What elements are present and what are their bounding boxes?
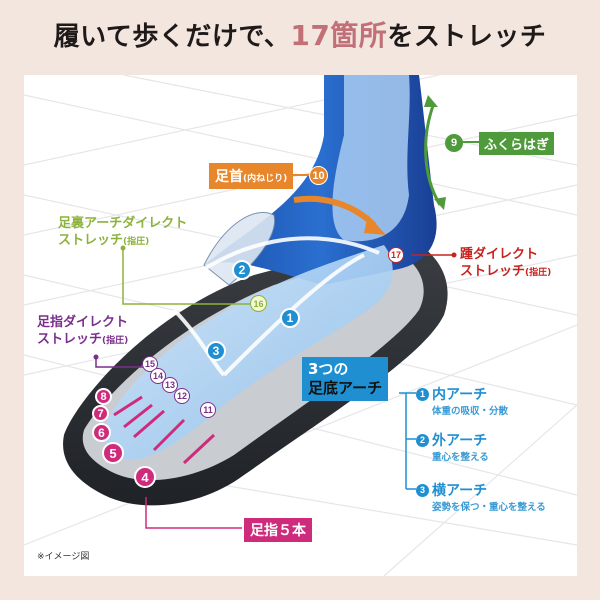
arch-lines	[162, 236, 380, 377]
arch-item-2-number: 2	[416, 433, 429, 447]
arch-item-3: 3 横アーチ	[416, 480, 487, 500]
arch-item-2-desc: 重心を整える	[432, 452, 489, 463]
title-accent: 17箇所	[290, 19, 388, 52]
sole-arch-line2: ストレッチ	[58, 233, 124, 248]
page-title: 履いて歩くだけで、17箇所をストレッチ	[0, 14, 600, 54]
heel-sub: (指圧)	[525, 268, 552, 278]
ankle-arrow-head	[364, 215, 386, 235]
marker-17: 17	[388, 247, 404, 263]
arches-title-box: 3つの 足底アーチ	[302, 357, 389, 401]
calf-arrow	[424, 102, 442, 206]
calf-arrow-bottom	[434, 197, 446, 210]
calf-label: ふくらはぎ	[479, 132, 555, 155]
arch-item-2-name: 外アーチ	[432, 433, 488, 449]
toe-arrows	[113, 395, 216, 465]
marker-11: 11	[200, 402, 216, 418]
heel-line2: ストレッチ	[460, 264, 526, 279]
arch-item-2: 2 外アーチ	[416, 430, 487, 450]
marker-5: 5	[102, 442, 124, 464]
arch-item-3-name: 横アーチ	[432, 483, 488, 499]
toe-direct-line1: 足指ダイレクト	[37, 315, 129, 330]
arch-item-1: 1 内アーチ	[416, 384, 487, 404]
arch-marker-1: 1	[280, 308, 300, 328]
toe-direct-label: 足指ダイレクト ストレッチ(指圧)	[37, 314, 128, 350]
toe-direct-line2: ストレッチ	[37, 332, 103, 347]
arch-marker-2: 2	[232, 260, 252, 280]
leg	[332, 75, 410, 242]
title-suffix: をストレッチ	[387, 22, 547, 52]
arch-item-3-desc: 姿勢を保つ・重心を整える	[432, 502, 546, 513]
marker-9: 9	[445, 134, 463, 152]
marker-7: 7	[92, 405, 109, 422]
arch-item-1-desc: 体重の吸収・分散	[432, 406, 509, 417]
arch-marker-3: 3	[206, 341, 226, 361]
arches-title-line2: 足底アーチ	[308, 379, 383, 398]
sole-arch-label: 足裏アーチダイレクト ストレッチ(指圧)	[58, 215, 187, 251]
marker-13: 13	[162, 377, 178, 393]
marker-6: 6	[92, 423, 111, 442]
image-note: ※イメージ図	[37, 552, 90, 562]
arch-item-1-name: 内アーチ	[432, 387, 488, 403]
calf-arrow-top	[424, 95, 438, 107]
heel-line1: 踵ダイレクト	[460, 247, 539, 262]
marker-4: 4	[134, 466, 156, 488]
sole-arch-sub: (指圧)	[123, 237, 150, 247]
arches-title-line1: 3つの	[308, 360, 349, 378]
marker-16: 16	[250, 295, 267, 312]
toe-direct-sub: (指圧)	[102, 336, 129, 346]
arch-tree-lines	[399, 392, 416, 490]
diagram-panel: 9 ふくらはぎ 足首(内ねじり) 10 足裏アーチダイレクト ストレッチ(指圧)…	[24, 75, 577, 576]
marker-12: 12	[174, 388, 190, 404]
toes-connector	[145, 497, 242, 529]
toe-direct-connector	[95, 357, 146, 368]
marker-8: 8	[95, 388, 112, 405]
sole-arch-connector	[122, 248, 256, 305]
marker-14: 14	[150, 368, 166, 384]
marker-10: 10	[309, 166, 328, 185]
ankle-label-sub: (内ねじり)	[243, 174, 288, 184]
title-prefix: 履いて歩くだけで、	[53, 22, 291, 52]
arch-item-3-number: 3	[416, 483, 429, 497]
arch-item-1-number: 1	[416, 387, 429, 401]
ankle-label: 足首(内ねじり)	[209, 163, 294, 189]
heel-label: 踵ダイレクト ストレッチ(指圧)	[460, 246, 551, 282]
ankle-label-main: 足首	[215, 169, 243, 185]
sole-arch-line1: 足裏アーチダイレクト	[58, 216, 188, 231]
toes-label: 足指５本	[244, 518, 312, 542]
